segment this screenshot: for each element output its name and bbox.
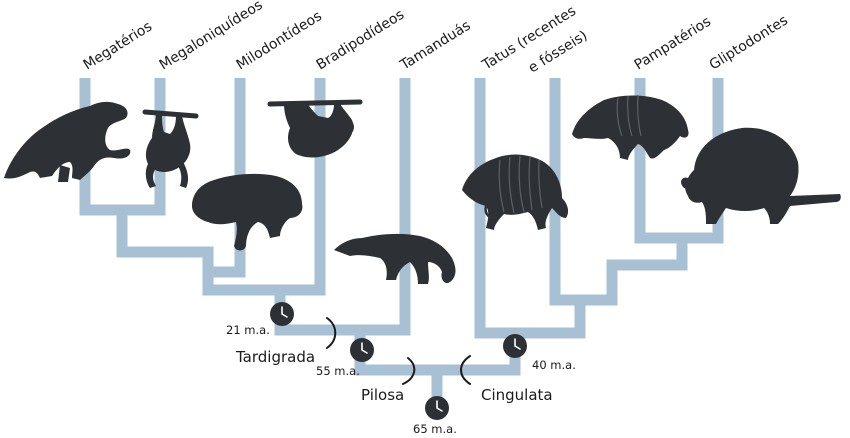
age-label-65: 65 m.a. [413,422,457,436]
taxon-labels: Megatérios Megaloniquídeos Milodontídeos… [81,0,791,76]
pampathere-silhouette [572,94,689,160]
branch-gliptodontes [682,78,724,244]
branch-megatheroid-stem [116,205,280,296]
clock-icon [503,334,527,358]
clade-label-cingulata: Cingulata [481,386,553,404]
giant-ground-sloth-silhouette [4,101,131,182]
glyptodont-silhouette [681,127,841,224]
label-gliptodontes: Gliptodontes [707,13,791,74]
clade-label-tardigrada: Tardigrada [235,348,315,366]
label-pampaterios: Pampatérios [632,14,714,74]
clock-icon [270,302,294,326]
branch-tatus [474,78,515,339]
mylodont-silhouette [192,173,303,251]
age-label-40: 40 m.a. [532,358,576,372]
branch-glyptodont-stem [515,233,688,339]
bracket-cingulata [460,355,471,385]
anteater-silhouette [334,233,456,284]
branch-armadillo-lineage [549,78,580,306]
label-tamanduas: Tamanduás [397,18,474,74]
age-label-55: 55 m.a. [316,364,360,378]
bracket-tardigrada [326,317,337,349]
clade-label-pilosa: Pilosa [361,386,404,404]
label-megaterios: Megatérios [81,19,155,74]
branch-milodontideos [208,78,246,278]
age-label-21: 21 m.a. [226,323,270,337]
hanging-sloth-silhouette [142,109,199,188]
three-toed-sloth-silhouette [267,99,363,158]
branch-tardigrada-stem [274,286,360,336]
branch-tamanduas [360,78,411,336]
clade-brackets [326,317,471,385]
bracket-pilosa [402,357,416,385]
clock-icon [350,338,374,362]
clock-icon [425,396,449,420]
label-bradipodideos: Bradipodídeos [314,7,408,74]
armadillo-silhouette [462,154,569,230]
